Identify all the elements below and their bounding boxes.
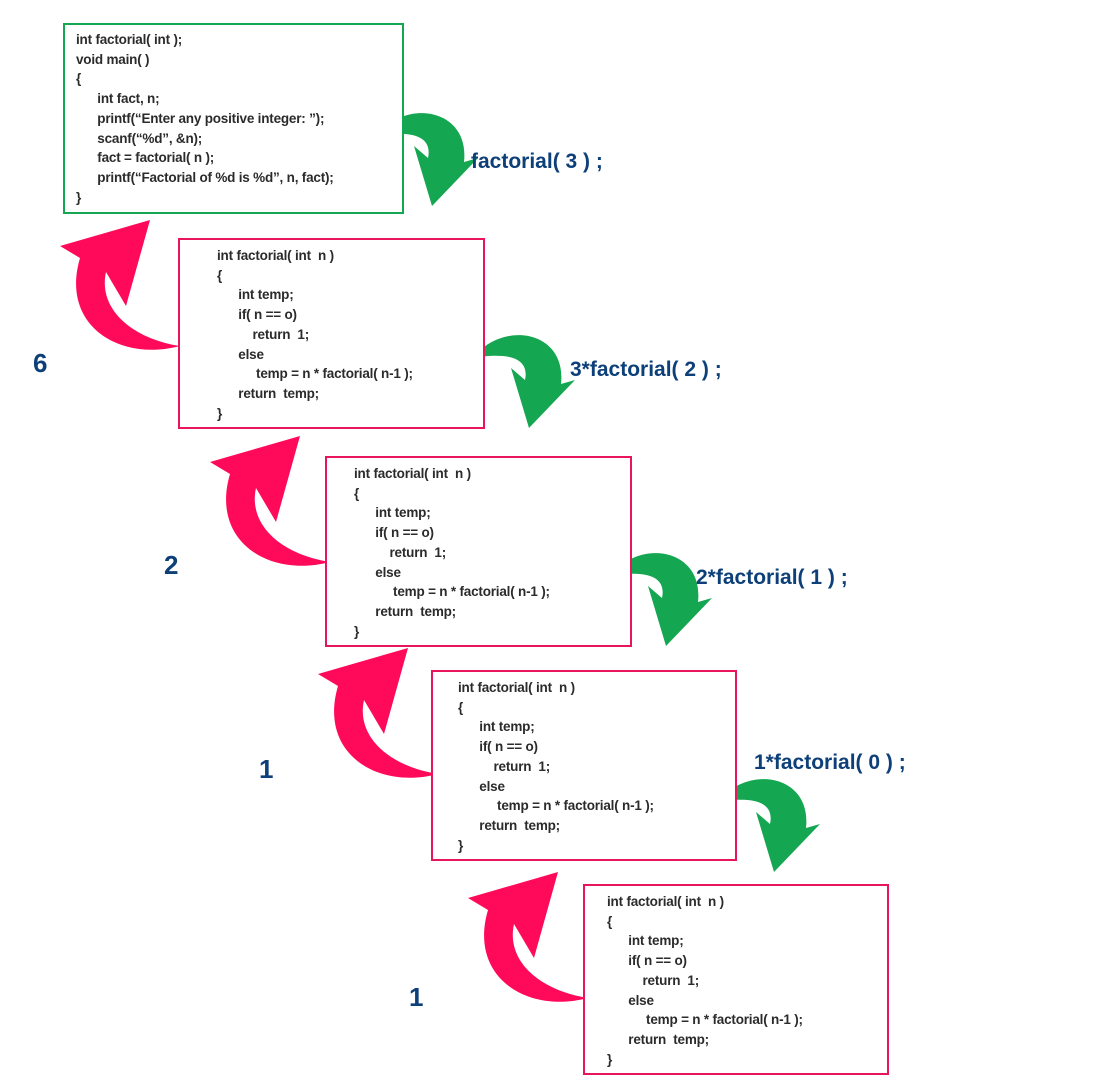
code-line: fact = factorial( n );	[76, 150, 215, 166]
code-line: else	[217, 346, 264, 362]
factorial-box-3: int factorial( int n ) { int temp; if( n…	[178, 238, 485, 429]
code-line: {	[607, 913, 613, 929]
return-value-2: 2	[164, 550, 179, 580]
code-line: return 1;	[354, 544, 447, 560]
code-line: }	[458, 837, 464, 853]
call-arrow-2	[473, 335, 575, 428]
code-line: else	[354, 564, 401, 580]
code-line: printf(“Factorial of %d is %d”, n, fact)…	[76, 169, 334, 185]
code-line: {	[76, 71, 82, 87]
code-line: if( n == o)	[217, 307, 297, 323]
factorial-code: int factorial( int n ) { int temp; if( n…	[180, 240, 483, 423]
code-line: if( n == o)	[354, 525, 434, 541]
return-arrow-2	[210, 436, 330, 566]
code-line: return temp;	[354, 603, 456, 619]
code-line: else	[607, 992, 654, 1008]
call-label-3: 2*factorial( 1 ) ;	[696, 566, 848, 589]
code-line: temp = n * factorial( n-1 );	[607, 1012, 803, 1028]
call-label-1: factorial( 3 ) ;	[471, 150, 603, 173]
factorial-code: int factorial( int n ) { int temp; if( n…	[327, 458, 630, 641]
code-line: return 1;	[607, 972, 700, 988]
return-arrow-3	[318, 648, 438, 778]
code-line: else	[458, 778, 505, 794]
code-line: if( n == o)	[458, 739, 538, 755]
code-line: int temp;	[354, 505, 431, 521]
code-line: int factorial( int );	[76, 32, 183, 47]
main-code: int factorial( int ); void main( ) { int…	[65, 25, 402, 207]
code-line: int fact, n;	[76, 91, 160, 107]
code-line: temp = n * factorial( n-1 );	[354, 584, 550, 600]
return-value-4: 1	[409, 982, 424, 1012]
code-line: int factorial( int n )	[458, 680, 575, 695]
code-line: scanf(“%d”, &n);	[76, 130, 203, 146]
code-line: printf(“Enter any positive integer: ”);	[76, 110, 325, 126]
code-line: }	[217, 405, 223, 421]
code-line: int factorial( int n )	[354, 466, 471, 481]
return-arrow-4	[468, 872, 588, 1002]
call-label-2: 3*factorial( 2 ) ;	[570, 358, 722, 381]
code-line: int factorial( int n )	[217, 248, 334, 263]
code-line: }	[354, 623, 360, 639]
code-line: int temp;	[458, 719, 535, 735]
code-line: int factorial( int n )	[607, 894, 724, 909]
code-line: return 1;	[217, 326, 310, 342]
code-line: return 1;	[458, 758, 551, 774]
return-value-1: 6	[33, 348, 48, 378]
code-line: temp = n * factorial( n-1 );	[458, 798, 654, 814]
call-label-4: 1*factorial( 0 ) ;	[754, 751, 906, 774]
main-function-box: int factorial( int ); void main( ) { int…	[63, 23, 404, 214]
code-line: void main( )	[76, 51, 150, 67]
code-line: {	[458, 699, 464, 715]
code-line: {	[217, 267, 223, 283]
return-arrow-1	[60, 220, 180, 350]
code-line: temp = n * factorial( n-1 );	[217, 366, 413, 382]
code-line: {	[354, 485, 360, 501]
factorial-box-1: int factorial( int n ) { int temp; if( n…	[431, 670, 737, 861]
factorial-box-2: int factorial( int n ) { int temp; if( n…	[325, 456, 632, 647]
return-value-3: 1	[259, 754, 274, 784]
code-line: int temp;	[217, 287, 294, 303]
code-line: }	[607, 1051, 613, 1067]
code-line: }	[76, 189, 82, 205]
factorial-box-0: int factorial( int n ) { int temp; if( n…	[583, 884, 889, 1075]
code-line: return temp;	[458, 817, 560, 833]
code-line: return temp;	[607, 1031, 709, 1047]
code-line: if( n == o)	[607, 953, 687, 969]
code-line: int temp;	[607, 933, 684, 949]
factorial-code: int factorial( int n ) { int temp; if( n…	[585, 886, 887, 1069]
code-line: return temp;	[217, 385, 319, 401]
factorial-code: int factorial( int n ) { int temp; if( n…	[433, 672, 735, 855]
